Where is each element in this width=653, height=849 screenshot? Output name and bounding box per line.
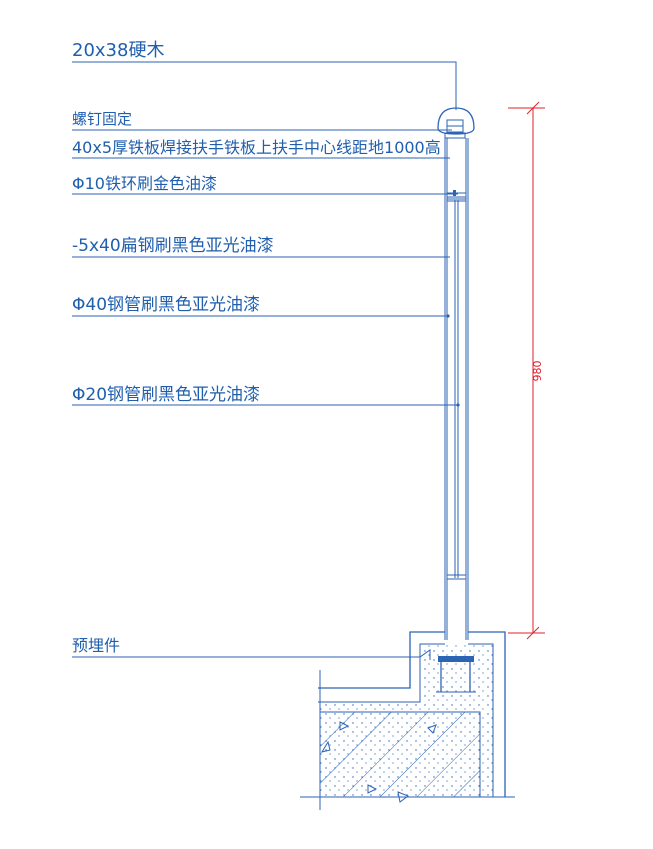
svg-text:980: 980 bbox=[531, 361, 544, 382]
foundation bbox=[300, 631, 515, 810]
svg-text:-5x40扁钢刷黑色亚光油漆: -5x40扁钢刷黑色亚光油漆 bbox=[72, 236, 274, 256]
dimension-980: 980 bbox=[508, 101, 545, 640]
svg-text:40x5厚铁板焊接扶手铁板上扶手中心线距地1000高: 40x5厚铁板焊接扶手铁板上扶手中心线距地1000高 bbox=[72, 138, 441, 157]
label-ring: Φ10铁环刷金色油漆 bbox=[72, 174, 458, 195]
label-hardwood: 20x38硬木 bbox=[72, 40, 457, 110]
label-embed: 预埋件 bbox=[72, 636, 431, 660]
label-pipe20: Φ20钢管刷黑色亚光油漆 bbox=[72, 385, 460, 407]
label-plate: 40x5厚铁板焊接扶手铁板上扶手中心线距地1000高 bbox=[72, 138, 450, 159]
svg-text:Φ20钢管刷黑色亚光油漆: Φ20钢管刷黑色亚光油漆 bbox=[72, 385, 260, 405]
svg-text:Φ10铁环刷金色油漆: Φ10铁环刷金色油漆 bbox=[72, 174, 217, 193]
handrail-top bbox=[437, 107, 475, 139]
label-flat-steel: -5x40扁钢刷黑色亚光油漆 bbox=[72, 236, 450, 258]
svg-text:预埋件: 预埋件 bbox=[72, 636, 120, 655]
svg-text:20x38硬木: 20x38硬木 bbox=[72, 40, 164, 61]
label-screw: 螺钉固定 bbox=[72, 110, 452, 131]
svg-text:螺钉固定: 螺钉固定 bbox=[72, 110, 132, 128]
label-pipe40: Φ40钢管刷黑色亚光油漆 bbox=[72, 295, 450, 318]
railing-post bbox=[444, 138, 469, 640]
svg-text:Φ40钢管刷黑色亚光油漆: Φ40钢管刷黑色亚光油漆 bbox=[72, 295, 260, 315]
